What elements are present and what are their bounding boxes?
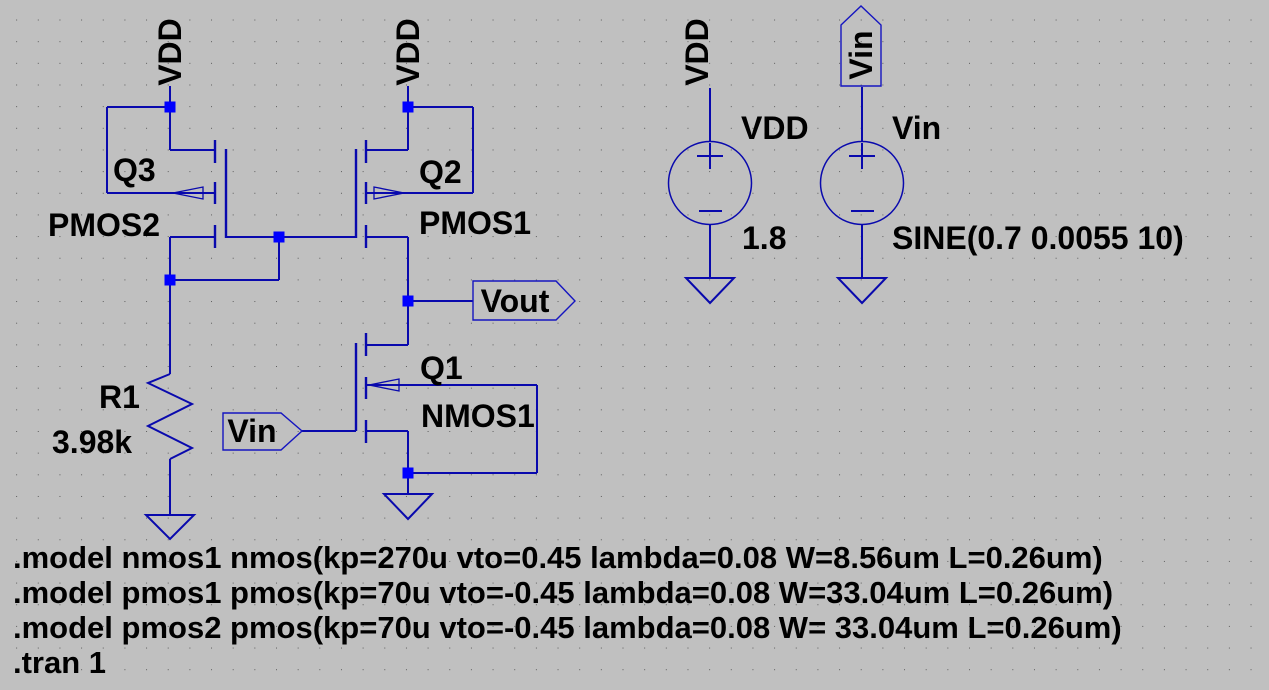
ground-icon[interactable] bbox=[683, 277, 737, 305]
spice-directive-model-pmos1[interactable]: .model pmos1 pmos(kp=70u vto=-0.45 lambd… bbox=[13, 575, 1114, 610]
vin-port-label[interactable]: Vin bbox=[227, 413, 277, 449]
r1-designator-label[interactable]: R1 bbox=[99, 379, 140, 415]
junction-dot bbox=[164, 274, 176, 286]
junction-dot bbox=[402, 101, 414, 113]
vin-top-port-shape[interactable] bbox=[840, 5, 882, 87]
junction-dot bbox=[402, 467, 414, 479]
q2-model-label[interactable]: PMOS1 bbox=[419, 205, 532, 241]
wire-group[interactable] bbox=[106, 86, 863, 515]
net-label-vdd-q3[interactable]: VDD bbox=[152, 18, 188, 86]
q3-pmos-symbol[interactable] bbox=[172, 140, 228, 248]
junction-dot bbox=[402, 295, 414, 307]
ground-icon[interactable] bbox=[381, 493, 435, 521]
q1-nmos-symbol[interactable] bbox=[354, 333, 400, 443]
spice-directive-model-nmos1[interactable]: .model nmos1 nmos(kp=270u vto=0.45 lambd… bbox=[13, 540, 1103, 575]
q3-designator-label[interactable]: Q3 bbox=[113, 152, 156, 188]
spice-directive-model-pmos2[interactable]: .model pmos2 pmos(kp=70u vto=-0.45 lambd… bbox=[13, 610, 1122, 645]
vin-source-value-label[interactable]: SINE(0.7 0.0055 10) bbox=[892, 220, 1184, 256]
ground-icon[interactable] bbox=[143, 514, 197, 541]
net-label-vdd-supply[interactable]: VDD bbox=[679, 18, 715, 86]
q2-bulk-arrow-icon bbox=[373, 186, 405, 200]
q2-designator-label[interactable]: Q2 bbox=[419, 154, 462, 190]
vin-top-port-label[interactable]: Vin bbox=[843, 30, 879, 80]
q1-bulk-arrow-icon bbox=[368, 378, 400, 392]
r1-value-label[interactable]: 3.98k bbox=[52, 424, 133, 460]
vin-port-shape[interactable] bbox=[222, 412, 304, 451]
vout-port-shape[interactable] bbox=[472, 280, 576, 321]
q2-pmos-symbol[interactable] bbox=[354, 140, 405, 248]
junction-dot bbox=[164, 101, 176, 113]
ground-icon[interactable] bbox=[835, 277, 889, 305]
vdd-source-value-label[interactable]: 1.8 bbox=[742, 220, 787, 256]
net-label-vdd-q2[interactable]: VDD bbox=[390, 18, 426, 86]
q3-bulk-arrow-icon bbox=[172, 186, 204, 200]
q1-model-label[interactable]: NMOS1 bbox=[421, 398, 535, 434]
vin-source-name-label[interactable]: Vin bbox=[892, 110, 942, 146]
q3-model-label[interactable]: PMOS2 bbox=[48, 207, 161, 243]
q1-designator-label[interactable]: Q1 bbox=[420, 350, 463, 386]
spice-directive-tran[interactable]: .tran 1 bbox=[13, 645, 107, 680]
vin-voltage-source-symbol[interactable] bbox=[819, 140, 905, 226]
vout-port-label[interactable]: Vout bbox=[480, 283, 550, 319]
r1-resistor-symbol[interactable] bbox=[145, 373, 195, 460]
junction-dot bbox=[273, 231, 285, 243]
vdd-source-name-label[interactable]: VDD bbox=[741, 110, 809, 146]
vdd-voltage-source-symbol[interactable] bbox=[667, 140, 753, 226]
